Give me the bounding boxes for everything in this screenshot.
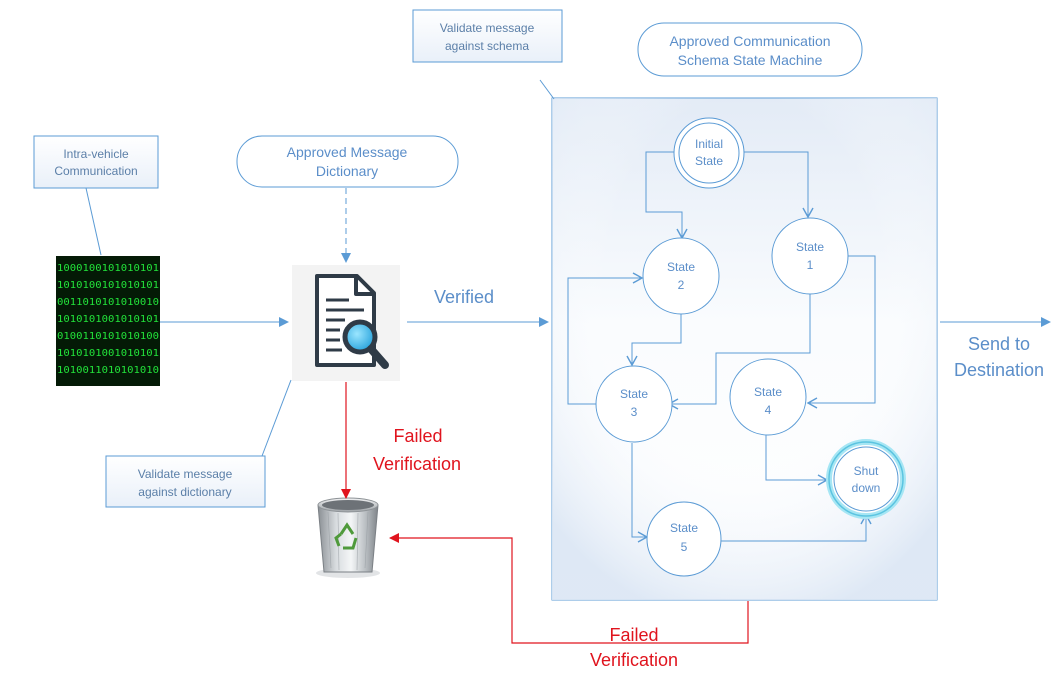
callout-validate-schema-line-2: against schema [445, 39, 529, 53]
state-5: State 5 [646, 501, 722, 577]
callout-validate-dictionary: Validate message against dictionary [105, 455, 266, 508]
state-4: State 4 [729, 358, 807, 436]
edge-state-3-to-state-2 [567, 272, 644, 405]
state-initial: Initial State [673, 117, 745, 189]
edge-state-1-to-state-3 [667, 294, 811, 410]
state-5-line-2: 5 [681, 540, 688, 554]
state-shutdown-line-1: Shut [854, 464, 879, 478]
label-failed-top-line-1: Failed [393, 426, 442, 446]
recycle-bin-icon [316, 497, 380, 578]
binary-line: 1010011010101010 [57, 365, 159, 376]
label-failed-bottom-line-2: Verification [590, 650, 678, 670]
callout-validate-schema-leader [539, 79, 555, 100]
callout-validate-dictionary-line-2: against dictionary [138, 485, 231, 499]
document-search-icon [292, 265, 400, 381]
pill-schema: Approved Communication Schema State Mach… [637, 22, 863, 77]
callout-validate-dictionary-leader [261, 379, 292, 457]
state-2-line-1: State [667, 260, 695, 274]
state-2-line-2: 2 [678, 278, 685, 292]
state-machine-panel [551, 97, 938, 601]
state-1: State 1 [771, 217, 849, 295]
callout-intra-vehicle-leader [85, 187, 102, 256]
state-4-line-2: 4 [765, 403, 772, 417]
edge-state-1-to-state-4 [806, 255, 876, 409]
pill-schema-line-1: Approved Communication [669, 33, 830, 49]
binary-data-image: 1000100101010101 1010100101010101 00110101… [56, 256, 160, 386]
edge-state-2-to-state-3 [626, 313, 682, 367]
state-3-line-2: 3 [631, 405, 638, 419]
state-initial-line-1: Initial [695, 137, 723, 151]
pill-dictionary-line-2: Dictionary [316, 163, 378, 179]
callout-validate-schema-line-1: Validate message [440, 21, 535, 35]
callout-intra-vehicle: Intra-vehicle Communication [33, 135, 159, 189]
label-failed-bottom-line-1: Failed [609, 625, 658, 645]
edge-state-4-to-shutdown [765, 430, 829, 486]
state-1-line-1: State [796, 240, 824, 254]
binary-line: 1010101001010101 [57, 348, 159, 359]
label-verified: Verified [434, 287, 494, 307]
edge-state-5-to-shutdown [721, 513, 872, 542]
state-shutdown-line-2: down [852, 481, 881, 495]
callout-validate-schema: Validate message against schema [412, 9, 563, 63]
label-failed-top-line-2: Verification [373, 454, 461, 474]
state-3-line-1: State [620, 387, 648, 401]
state-1-line-2: 1 [807, 258, 814, 272]
binary-line: 0011010101010010 [57, 297, 159, 308]
state-5-line-1: State [670, 521, 698, 535]
edge-state-3-to-state-5 [631, 443, 649, 543]
binary-line: 1010100101010101 [57, 280, 159, 291]
state-2: State 2 [642, 237, 720, 315]
binary-line: 0100110101010100 [57, 331, 159, 342]
binary-line: 1010101001010101 [57, 314, 159, 325]
binary-line: 1000100101010101 [57, 263, 159, 274]
pill-schema-line-2: Schema State Machine [678, 52, 823, 68]
pill-dictionary-line-1: Approved Message [287, 144, 408, 160]
pill-dictionary: Approved Message Dictionary [236, 135, 459, 188]
state-shutdown: Shut down [826, 439, 906, 519]
label-send-to-line-1: Send to [968, 334, 1030, 354]
state-initial-line-2: State [695, 154, 723, 168]
edge-initial-to-state-2 [645, 151, 688, 240]
label-send-to-line-2: Destination [954, 360, 1044, 380]
callout-intra-vehicle-line-2: Communication [54, 164, 137, 178]
state-3: State 3 [595, 365, 673, 443]
state-4-line-1: State [754, 385, 782, 399]
edge-initial-to-state-1 [743, 151, 814, 219]
callout-intra-vehicle-line-1: Intra-vehicle [63, 147, 129, 161]
arrow-schema-failed-to-bin [389, 533, 749, 644]
callout-validate-dictionary-line-1: Validate message [138, 467, 233, 481]
